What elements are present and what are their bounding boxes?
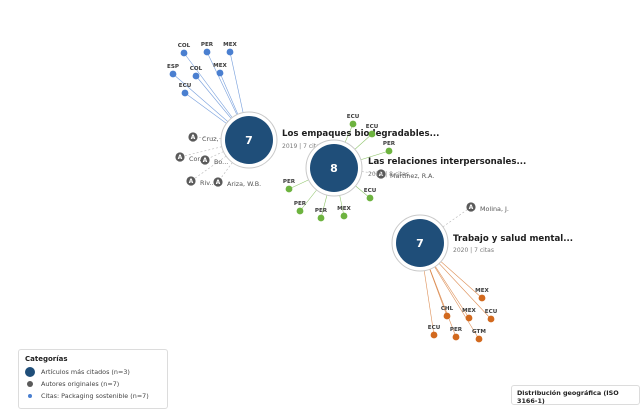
country-node: [385, 147, 393, 155]
country-node: [366, 194, 374, 202]
legend-panel: Categorías Artículos más citados (n=3) A…: [18, 349, 168, 409]
article-title: Las relaciones interpersonales...: [368, 157, 526, 167]
author-icon: [376, 169, 386, 179]
country-label: PER: [450, 327, 463, 333]
article-title: Trabajo y salud mental...: [453, 234, 573, 244]
country-node: [180, 49, 188, 57]
article-subtitle: 2019 | 8 citas: [368, 171, 409, 178]
country-node: [181, 89, 189, 97]
author-icon-letter: A: [379, 172, 384, 178]
article-citation-count: 7: [245, 134, 253, 147]
legend-label-authors: Autores originales (n=7): [41, 380, 120, 388]
country-label: MEX: [337, 206, 351, 212]
country-label: MEX: [462, 308, 476, 314]
author-icon-letter: A: [203, 158, 208, 164]
country-node: [169, 70, 177, 78]
legend-label-citations: Citas: Packaging sostenible (n=7): [41, 392, 149, 400]
geo-distribution-panel: Distribución geográfica (ISO 3166-1): [511, 385, 640, 405]
country-node: [475, 335, 483, 343]
author-label: Bo...: [214, 158, 228, 166]
country-node: [487, 315, 495, 323]
legend-label-articles: Artículos más citados (n=3): [41, 368, 130, 376]
author-icon-letter: A: [216, 180, 221, 186]
author-label: Riv...: [200, 179, 216, 187]
country-label: CHL: [441, 306, 454, 312]
country-node: [226, 48, 234, 56]
country-label: ECU: [364, 188, 377, 194]
article-subtitle: 2020 | 7 citas: [453, 247, 494, 254]
author-label: Cruz, A.: [202, 135, 227, 143]
country-label: ECU: [485, 309, 498, 315]
author-edge: [419, 206, 472, 244]
author-label: Cor...: [189, 155, 206, 163]
legend-swatch-articles: [25, 367, 35, 377]
author-icon: [200, 155, 210, 165]
country-label: ESP: [167, 64, 179, 70]
country-node: [296, 207, 304, 215]
country-label: ECU: [428, 325, 441, 331]
country-label: GTM: [472, 329, 486, 335]
author-label: Martínez, R.A.: [390, 172, 434, 180]
legend-item-articles: Artículos más citados (n=3): [25, 366, 161, 378]
country-node: [340, 212, 348, 220]
country-node: [216, 69, 224, 77]
article-title: Los empaques biodegradables...: [282, 129, 439, 139]
country-node: [203, 48, 211, 56]
author-icon-letter: A: [191, 135, 196, 141]
legend-item-authors: Autores originales (n=7): [25, 378, 161, 390]
author-icon-letter: A: [469, 205, 474, 211]
country-node: [317, 214, 325, 222]
country-label: PER: [283, 179, 296, 185]
country-label: MEX: [223, 42, 237, 48]
country-label: MEX: [213, 63, 227, 69]
legend-title: Categorías: [25, 355, 68, 363]
legend-item-citations: Citas: Packaging sostenible (n=7): [25, 390, 161, 402]
country-label: COL: [190, 66, 203, 72]
country-node: [285, 185, 293, 193]
article-citation-count: 8: [330, 162, 338, 175]
country-node: [443, 312, 451, 320]
country-label: COL: [178, 43, 191, 49]
geo-panel-title: Distribución geográfica (ISO 3166-1): [517, 389, 619, 405]
article-hub: [396, 219, 444, 267]
country-node: [349, 120, 357, 128]
country-label: ECU: [366, 124, 379, 130]
article-subtitle: 2019 | 7 citas: [282, 143, 323, 150]
country-label: ECU: [179, 83, 192, 89]
country-node: [368, 130, 376, 138]
legend-swatch-authors: [27, 381, 33, 387]
author-icon: [175, 152, 185, 162]
article-citation-count: 7: [416, 237, 424, 250]
author-label: Ariza, W.B.: [227, 180, 261, 188]
author-icon: [186, 176, 196, 186]
article-hub: [225, 116, 273, 164]
author-icon-letter: A: [189, 179, 194, 185]
country-label: PER: [201, 42, 214, 48]
country-label: PER: [383, 141, 396, 147]
country-node: [192, 72, 200, 80]
author-label: Molina, J.: [480, 205, 509, 213]
legend-swatch-citations: [28, 394, 32, 398]
country-label: PER: [315, 208, 328, 214]
author-icon: [188, 132, 198, 142]
country-node: [452, 333, 460, 341]
country-label: PER: [294, 201, 307, 207]
country-label: ECU: [347, 114, 360, 120]
country-node: [465, 314, 473, 322]
author-icon: [466, 202, 476, 212]
country-node: [430, 331, 438, 339]
author-icon: [213, 177, 223, 187]
author-icon-letter: A: [178, 155, 183, 161]
country-node: [478, 294, 486, 302]
country-label: MEX: [475, 288, 489, 294]
article-hub: [310, 144, 358, 192]
